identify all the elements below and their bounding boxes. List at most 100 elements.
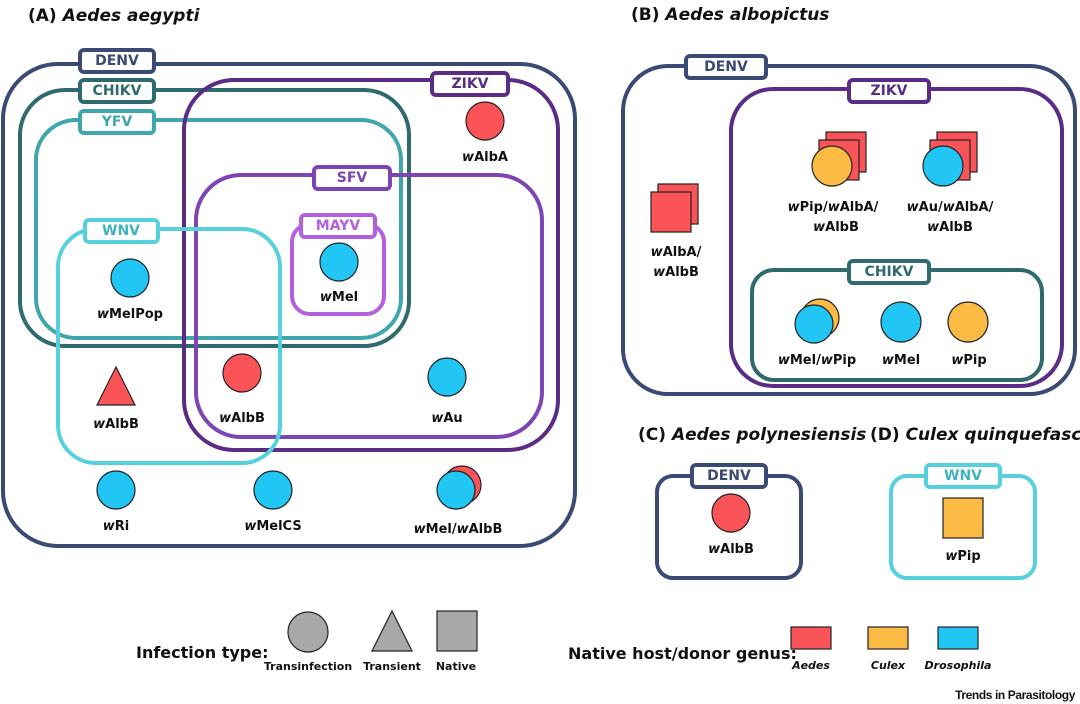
svg-text:ZIKV: ZIKV <box>870 83 907 99</box>
panel-b-denv-box <box>621 64 1077 396</box>
svg-text:wAlbB: wAlbB <box>813 220 859 235</box>
svg-text:WNV: WNV <box>102 223 140 239</box>
panel-a-mayv-tag: MAYV <box>299 213 377 239</box>
strain-b-wpip: wPip <box>947 301 989 368</box>
strain-b-walba-walbb: wAlbA/ wAlbB <box>650 183 702 280</box>
svg-text:CHIKV: CHIKV <box>865 264 914 280</box>
transinfection-drosophila-marker <box>253 470 293 510</box>
legend-infection-title: Infection type: <box>136 643 269 662</box>
strain-d-wpip: wPip <box>942 497 984 564</box>
transinfection-drosophila-marker <box>436 470 476 510</box>
panel-a-yfv-box <box>34 118 403 340</box>
transinfection-drosophila-marker <box>427 357 467 397</box>
svg-text:wAlbA/: wAlbA/ <box>651 245 702 260</box>
svg-text:wAlbB: wAlbB <box>219 411 265 426</box>
transinfection-aedes-marker <box>711 493 751 533</box>
panel-d-wnv-tag: WNV <box>924 463 1002 489</box>
panel-b-title: (B) Aedes albopictus <box>631 5 829 25</box>
strain-a-walbb: wAlbB <box>219 353 265 426</box>
strain-a-wmel: wMel <box>319 242 359 305</box>
transinfection-drosophila-marker <box>880 301 922 343</box>
transinfection-drosophila-marker <box>319 242 359 282</box>
svg-text:WNV: WNV <box>944 468 982 484</box>
svg-text:ZIKV: ZIKV <box>451 76 488 92</box>
panel-c-denv-tag: DENV <box>690 463 768 489</box>
legend-aedes-label: Aedes <box>791 659 830 672</box>
svg-text:wAu: wAu <box>431 411 462 426</box>
legend-genus-title: Native host/donor genus: <box>568 644 797 663</box>
legend-infection-type: Infection type: Transinfection Transient… <box>136 609 478 673</box>
strain-a-wau: wAu <box>427 357 467 426</box>
transinfection-drosophila-marker <box>96 470 136 510</box>
svg-text:wAlbB: wAlbB <box>708 542 754 557</box>
svg-text:wAlbB: wAlbB <box>653 265 699 280</box>
strain-b-wmel: wMel <box>880 301 922 368</box>
legend-transinfection-label: Transinfection <box>264 660 352 673</box>
svg-text:wAu/wAlbA/: wAu/wAlbA/ <box>907 200 994 215</box>
panel-a-sfv-tag: SFV <box>312 165 392 191</box>
panel-a-chikv-box <box>18 88 411 348</box>
panel-a-zikv-box <box>182 78 560 452</box>
svg-text:wRi: wRi <box>103 519 129 534</box>
svg-text:SFV: SFV <box>337 170 368 186</box>
strain-a-wmelcs: wMelCS <box>244 470 302 534</box>
legend-genus: Native host/donor genus: Aedes Culex Dro… <box>568 626 992 672</box>
svg-text:DENV: DENV <box>95 53 139 69</box>
legend-drosophila-label: Drosophila <box>925 659 992 672</box>
legend-transient-label: Transient <box>363 660 421 673</box>
panel-d-title: (D) Culex quinquefasciatus <box>870 425 1080 445</box>
transinfection-aedes-marker <box>465 101 505 141</box>
panel-b-denv-tag: DENV <box>684 54 768 80</box>
svg-text:wAlbB: wAlbB <box>927 220 973 235</box>
strain-a-wri: wRi <box>96 470 136 534</box>
aedes-color-swatch <box>790 626 832 650</box>
circle-icon <box>287 611 329 653</box>
panel-a-denv-box <box>1 62 577 548</box>
svg-text:wPip: wPip <box>945 549 980 564</box>
panel-a-title: (A) Aedes aegypti <box>28 6 201 26</box>
transinfection-culex-marker <box>811 145 853 187</box>
svg-text:wMel: wMel <box>320 290 358 305</box>
strain-c-walbb: wAlbB <box>708 493 754 557</box>
strain-b-wau-walba-walbb: wAu/wAlbA/ wAlbB <box>907 131 994 235</box>
transinfection-drosophila-marker <box>110 258 150 298</box>
strain-a-walba: wAlbA <box>462 101 508 165</box>
svg-text:wAlbB: wAlbB <box>93 417 139 432</box>
transinfection-drosophila-marker <box>922 145 964 187</box>
svg-text:DENV: DENV <box>704 59 748 75</box>
legend-culex-label: Culex <box>871 659 906 672</box>
panel-a-yfv-tag: YFV <box>78 109 156 135</box>
panel-a-wnv-box <box>56 227 282 465</box>
svg-text:wMel/wPip: wMel/wPip <box>778 353 856 368</box>
panel-a-denv-tag: DENV <box>78 48 156 74</box>
panel-a-zikv-tag: ZIKV <box>430 71 510 97</box>
panel-b-zikv-tag: ZIKV <box>847 78 931 104</box>
square-icon <box>436 610 478 652</box>
panel-c-title: (C) Aedes polynesiensis <box>638 425 866 445</box>
panel-b-chikv-tag: CHIKV <box>847 259 931 285</box>
native-culex-marker <box>942 497 984 539</box>
svg-text:YFV: YFV <box>101 114 133 130</box>
svg-text:wMelCS: wMelCS <box>244 519 301 534</box>
native-aedes-marker <box>650 191 692 233</box>
svg-text:CHIKV: CHIKV <box>93 83 142 99</box>
journal-credit: Trends in Parasitology <box>955 688 1076 702</box>
culex-color-swatch <box>867 626 909 650</box>
legend-native-label: Native <box>436 660 476 673</box>
drosophila-color-swatch <box>937 626 979 650</box>
transinfection-aedes-marker <box>222 353 262 393</box>
svg-text:MAYV: MAYV <box>316 218 361 234</box>
strain-b-wmel-wpip: wMel/wPip <box>778 298 856 368</box>
transient-aedes-marker <box>96 365 136 406</box>
svg-text:wMel/wAlbB: wMel/wAlbB <box>414 522 503 537</box>
svg-text:DENV: DENV <box>707 468 751 484</box>
transinfection-culex-marker <box>947 301 989 343</box>
triangle-icon <box>371 609 413 652</box>
transinfection-drosophila-marker <box>794 304 834 344</box>
panel-a-wnv-tag: WNV <box>83 218 160 244</box>
strain-a-walbb-transient: wAlbB <box>93 365 139 432</box>
strain-a-wmelpop: wMelPop <box>97 258 163 322</box>
svg-text:wAlbA: wAlbA <box>462 150 508 165</box>
strain-a-wmel-walbb: wMel/wAlbB <box>414 465 503 537</box>
